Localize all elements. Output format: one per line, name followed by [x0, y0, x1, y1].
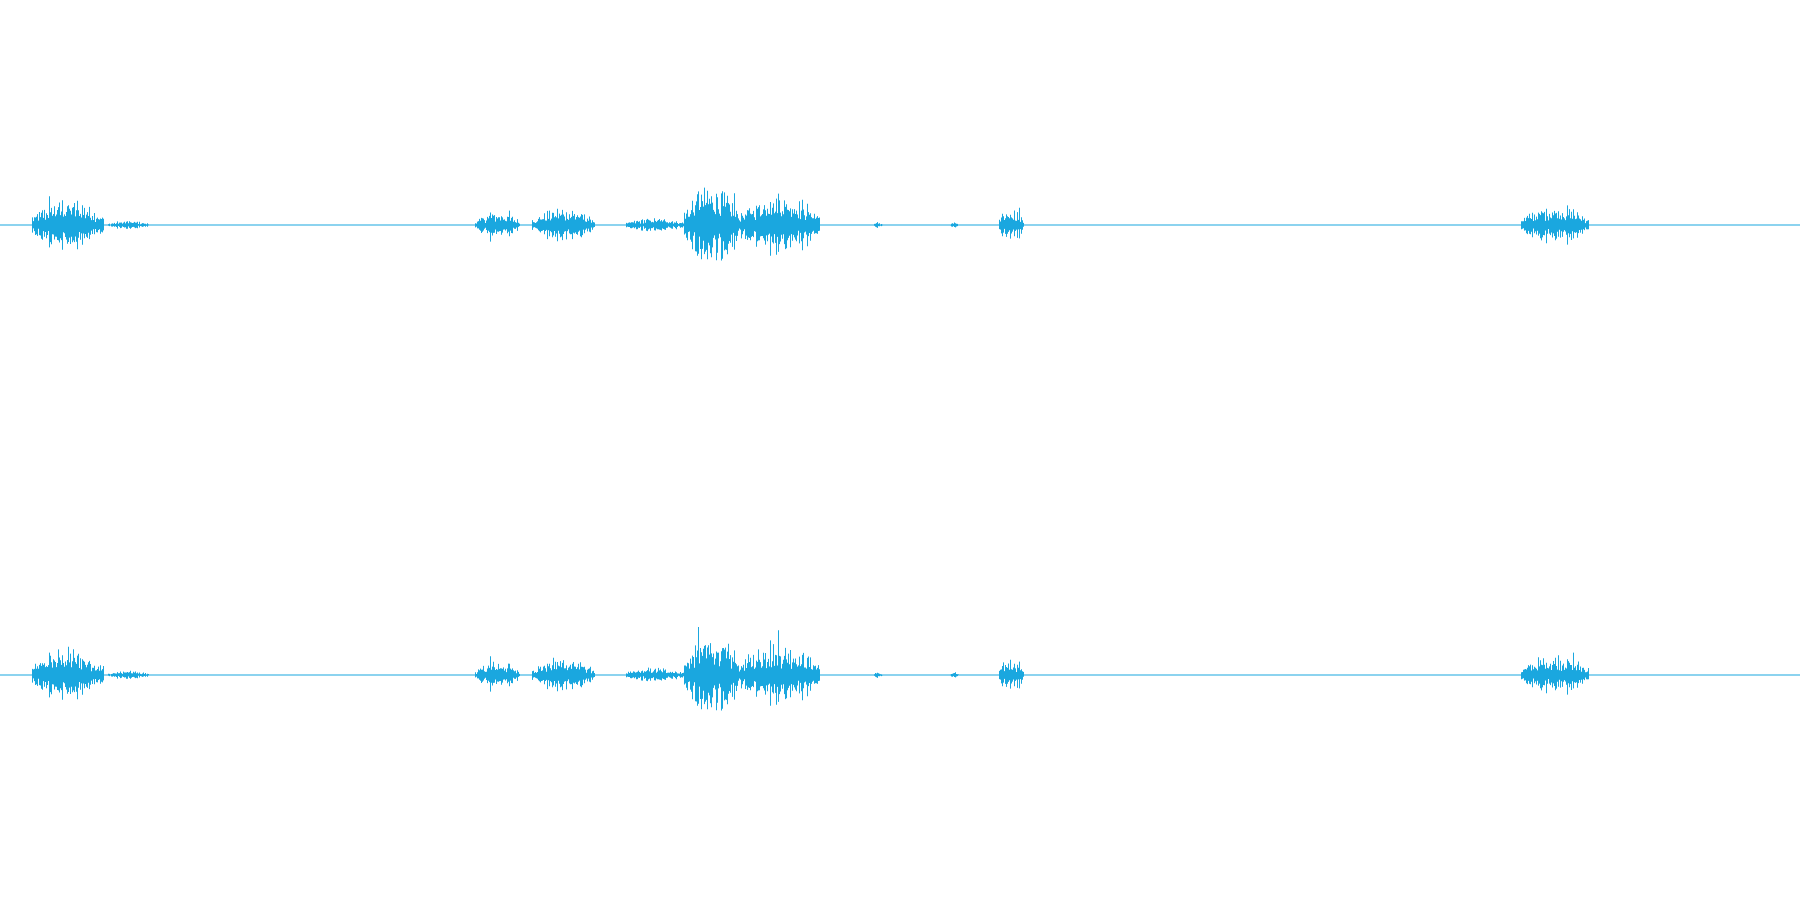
waveform-channel-1: [0, 187, 1800, 261]
waveform-signal: [32, 627, 1589, 711]
waveform-signal: [32, 187, 1589, 261]
waveform-channel-2: [0, 627, 1800, 711]
